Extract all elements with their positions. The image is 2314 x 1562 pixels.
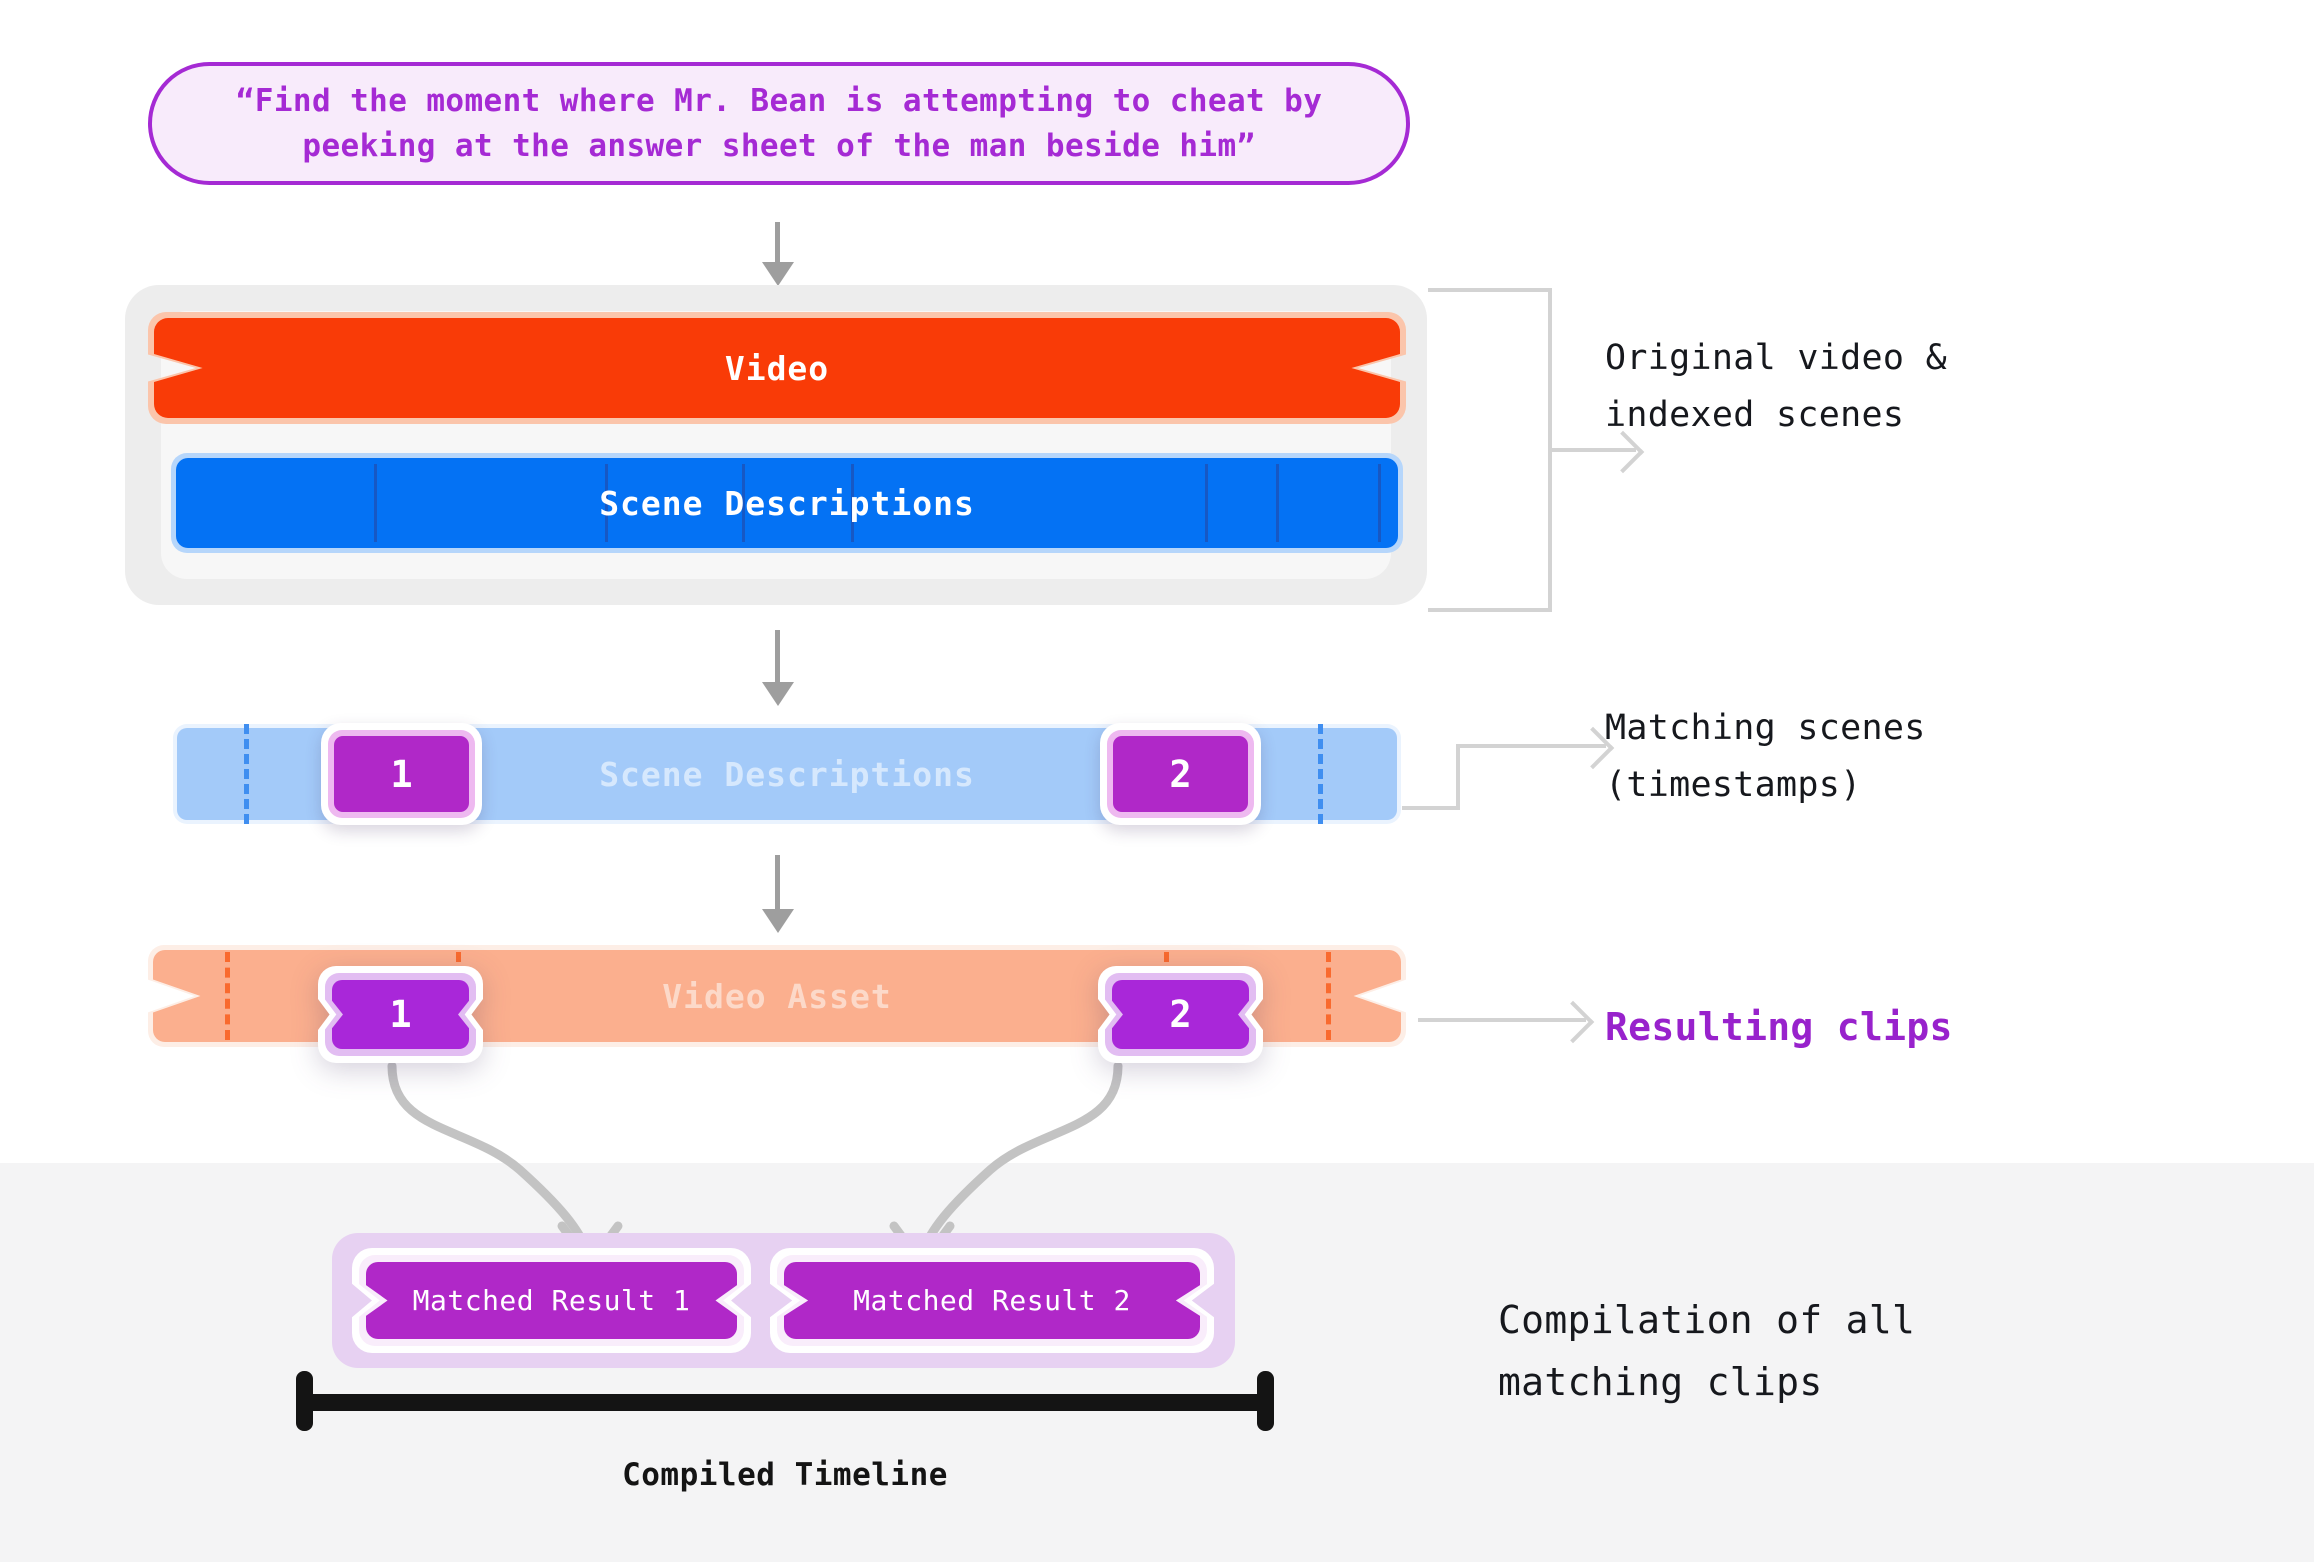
bracket-bottom-line — [1428, 608, 1552, 612]
matched-scene-chip-2-label: 2 — [1113, 736, 1248, 812]
matched-result-1-label: Matched Result 1 — [366, 1262, 737, 1339]
scene-boundary-dash — [244, 724, 250, 824]
down-arrow-icon-prompt-to-index — [756, 222, 800, 286]
scene-divider — [1378, 464, 1382, 542]
resulting-clip-chip-1[interactable]: 1 — [318, 966, 483, 1063]
right-arrow-icon-stage3 — [1551, 1000, 1595, 1044]
scene-boundary-dash — [1317, 724, 1323, 824]
down-arrow-icon-index-to-match — [756, 630, 800, 708]
scene-divider — [741, 464, 745, 542]
prompt-query-text: “Find the moment where Mr. Bean is attem… — [235, 82, 1323, 164]
resulting-clip-chip-1-label: 1 — [332, 980, 469, 1049]
video-track-label: Video — [724, 348, 830, 388]
elbow-top-line — [1456, 744, 1606, 748]
matching-scenes-label: Scene Descriptions — [599, 754, 975, 794]
stage2-annotation: Matching scenes (timestamps) — [1605, 708, 1926, 805]
timeline-cap-left — [296, 1371, 313, 1431]
compiled-timeline-bar — [296, 1371, 1274, 1431]
clip-boundary-dash — [1326, 952, 1332, 1040]
timeline-rail — [296, 1394, 1274, 1411]
video-track-body: Video — [154, 318, 1400, 418]
matched-scene-chip-2[interactable]: 2 — [1100, 723, 1261, 825]
down-arrow-icon-match-to-asset — [756, 855, 800, 937]
resulting-clip-chip-2[interactable]: 2 — [1098, 966, 1263, 1063]
matched-scene-chip-1[interactable]: 1 — [321, 723, 482, 825]
stage2-elbow-connector — [1402, 720, 1632, 830]
timeline-cap-right — [1257, 1371, 1274, 1431]
clip-boundary-dash — [225, 952, 231, 1040]
video-asset-label: Video Asset — [662, 976, 892, 1016]
matched-result-2-label: Matched Result 2 — [784, 1262, 1200, 1339]
scene-descriptions-body: Scene Descriptions — [176, 458, 1398, 548]
stage4-annotation: Compilation of all matching clips — [1498, 1298, 1916, 1404]
bracket-top-line — [1428, 288, 1552, 292]
matched-scene-chip-1-label: 1 — [334, 736, 469, 812]
scene-descriptions-track[interactable]: Scene Descriptions — [171, 453, 1403, 553]
compiled-timeline-caption: Compiled Timeline — [622, 1457, 948, 1493]
scene-divider — [1204, 464, 1208, 542]
matched-result-2[interactable]: Matched Result 2 — [770, 1248, 1214, 1353]
prompt-query-box: “Find the moment where Mr. Bean is attem… — [148, 62, 1410, 185]
resulting-clip-chip-2-label: 2 — [1112, 980, 1249, 1049]
matched-scene-chip-2-ring: 2 — [1107, 730, 1254, 818]
stage3-arrow-line — [1418, 1018, 1586, 1022]
matched-result-1[interactable]: Matched Result 1 — [352, 1248, 751, 1353]
scene-descriptions-label: Scene Descriptions — [599, 483, 975, 523]
stage3-arrow-connector — [1418, 1000, 1648, 1044]
scene-divider — [373, 464, 377, 542]
matched-scene-chip-1-ring: 1 — [328, 730, 475, 818]
elbow-vertical-line — [1456, 744, 1460, 810]
scene-divider — [604, 464, 608, 542]
stage1-annotation: Original video & indexed scenes — [1605, 338, 1947, 435]
video-track[interactable]: Video — [148, 312, 1406, 424]
elbow-bottom-line — [1402, 806, 1460, 810]
scene-divider — [850, 464, 854, 542]
scene-divider — [1275, 464, 1279, 542]
stage3-annotation: Resulting clips — [1605, 1005, 1953, 1049]
bracket-stem-line — [1548, 448, 1636, 452]
stage1-bracket-connector — [1428, 288, 1645, 612]
